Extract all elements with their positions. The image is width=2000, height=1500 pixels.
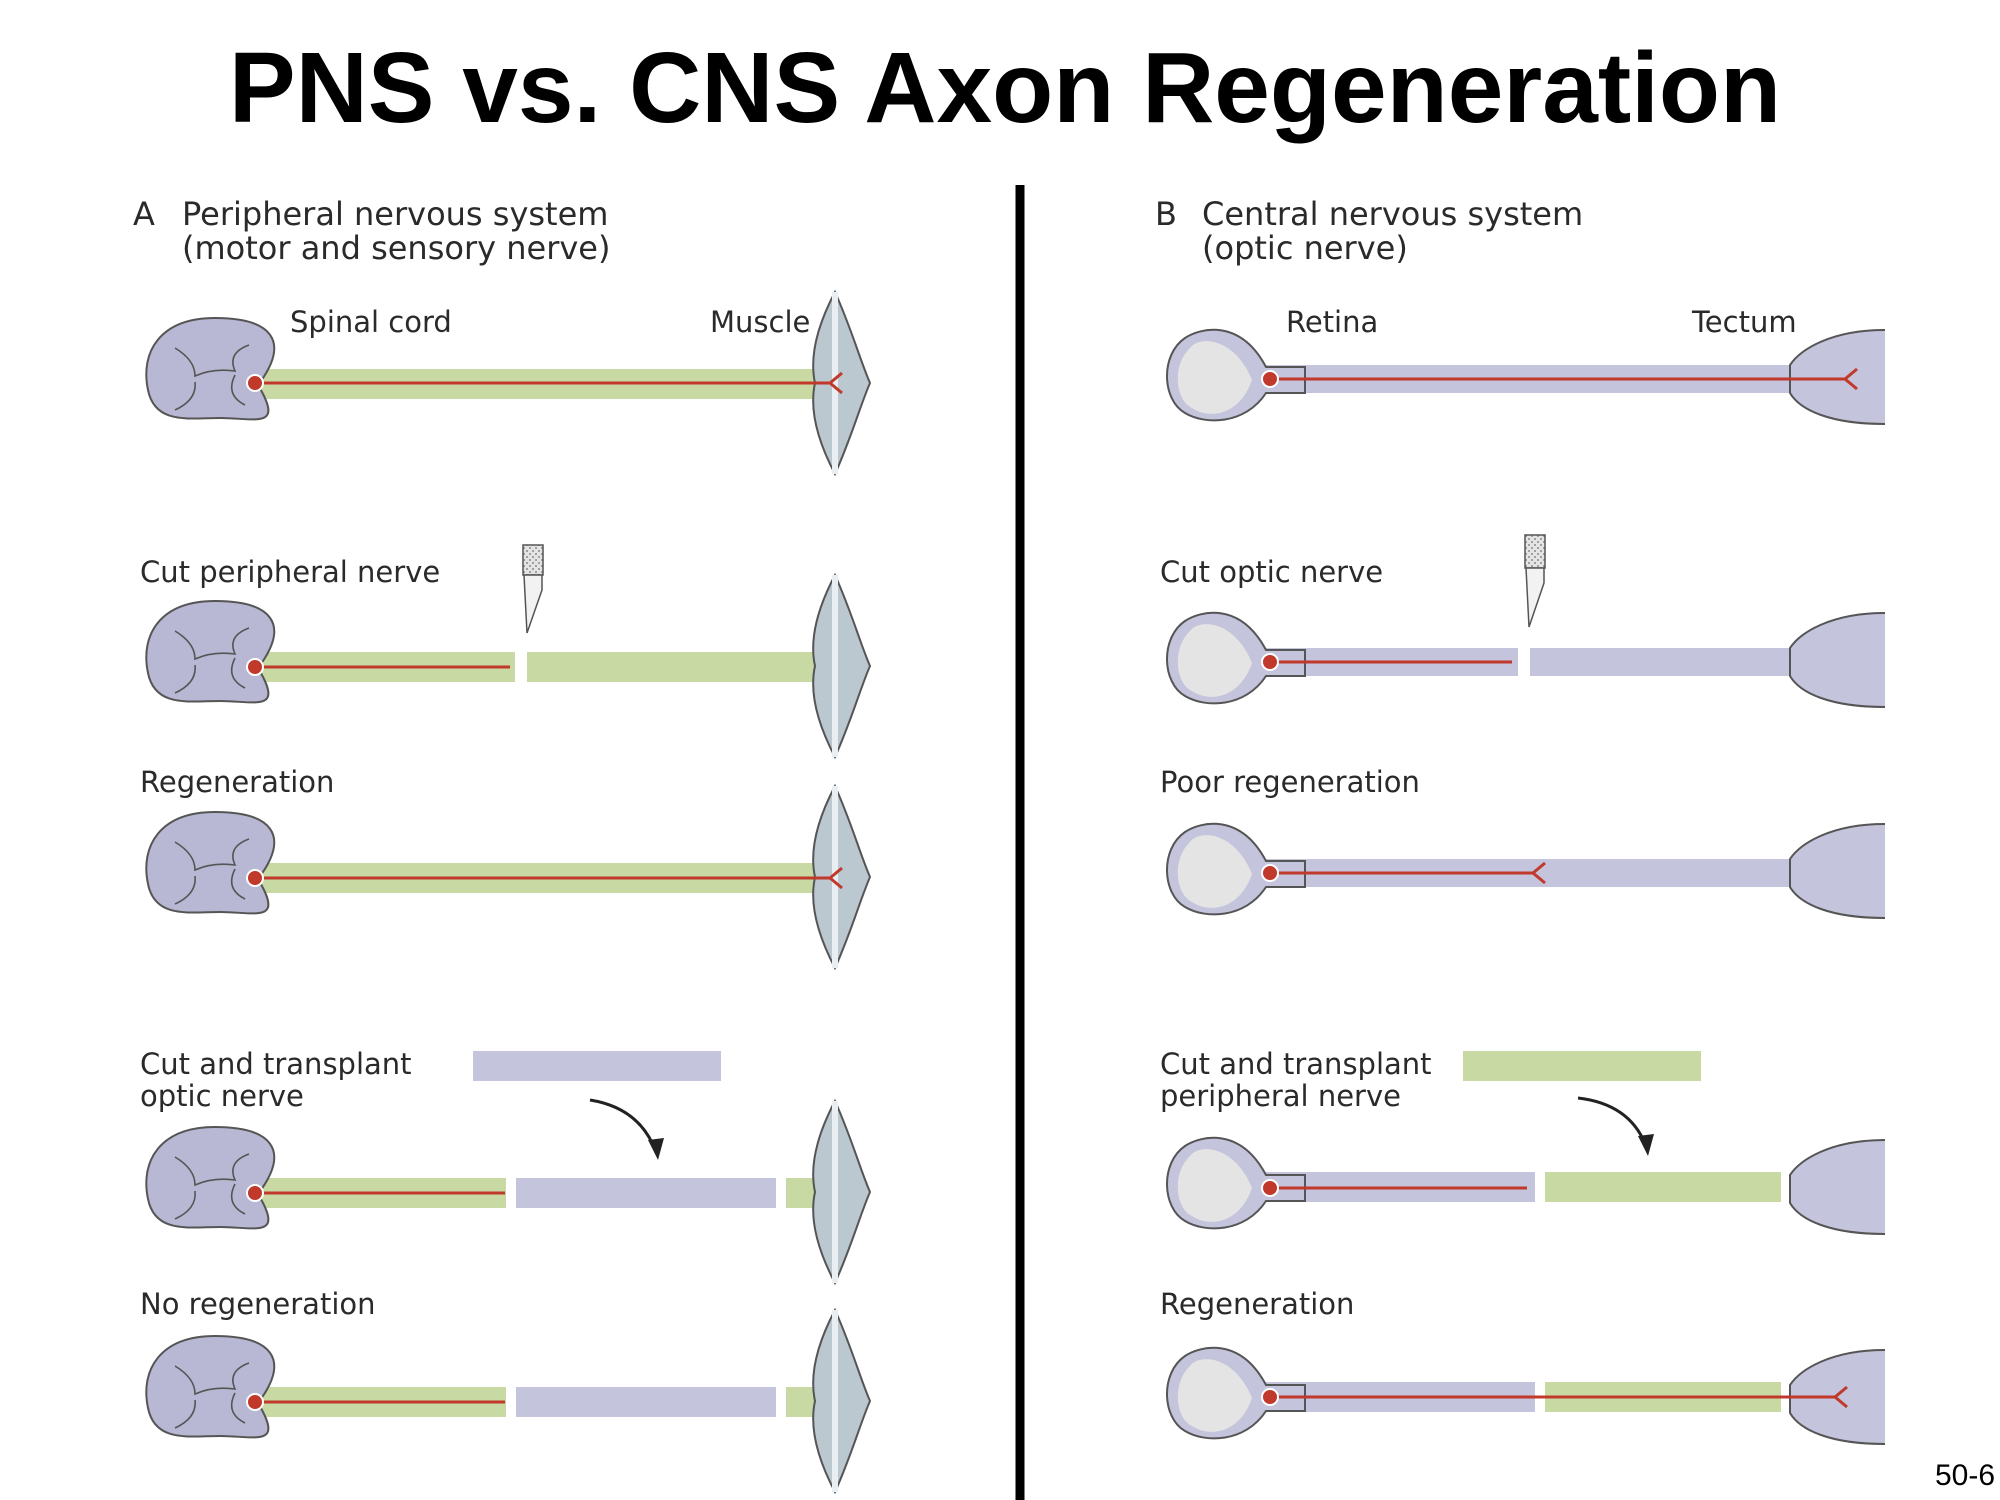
spinal-cord-shape <box>145 599 276 704</box>
pns-row-intact <box>145 289 872 477</box>
panel-b: B Central nervous system (optic nerve) R… <box>1155 195 1886 1445</box>
neuron-cell-body <box>1261 370 1279 388</box>
label-no-regeneration: No regeneration <box>140 1287 376 1321</box>
label-transplant-a-line1: Cut and transplant <box>140 1047 412 1081</box>
eye-vitreous <box>1177 1149 1252 1222</box>
peripheral-nerve-graft <box>1463 1051 1701 1081</box>
curved-arrow <box>589 1098 658 1153</box>
peripheral-nerve-graft-placed <box>1545 1172 1781 1202</box>
spinal-cord-shape <box>145 1334 276 1439</box>
label-regeneration-b: Regeneration <box>1160 1287 1354 1321</box>
neuron-cell-body <box>246 1184 264 1202</box>
neuron-cell-body <box>1261 653 1279 671</box>
cns-row-regeneration <box>1166 1346 1886 1445</box>
tectum-shape <box>1789 1139 1886 1235</box>
muscle-shape <box>812 1098 872 1286</box>
neuron-cell-body <box>246 1393 264 1411</box>
cns-row-cut <box>1166 534 1886 708</box>
eye-vitreous <box>1177 341 1252 414</box>
spinal-cord-grey-matter <box>174 627 250 694</box>
arrow-head <box>1638 1134 1654 1156</box>
tectum-shape <box>1789 612 1886 708</box>
cns-row-transplant <box>1166 1136 1886 1235</box>
neuron-cell-body <box>246 374 264 392</box>
pns-row-cut <box>145 544 872 760</box>
spinal-cord-grey-matter <box>174 1153 250 1220</box>
label-spinal-cord: Spinal cord <box>290 305 452 339</box>
panel-b-heading-line2: (optic nerve) <box>1202 229 1408 267</box>
spinal-cord-shape <box>145 1125 276 1230</box>
arrow-head <box>648 1138 664 1160</box>
panel-a-heading-line1: Peripheral nervous system <box>182 195 608 233</box>
label-transplant-b-line1: Cut and transplant <box>1160 1047 1432 1081</box>
label-transplant-a-line2: optic nerve <box>140 1079 304 1113</box>
neuron-cell-body <box>1261 864 1279 882</box>
neuron-cell-body <box>1261 1388 1279 1406</box>
scalpel-icon <box>1524 534 1546 628</box>
optic-nerve-graft <box>473 1051 721 1081</box>
eye-vitreous <box>1177 624 1252 697</box>
panel-a-letter: A <box>133 195 155 233</box>
label-cut-peripheral-nerve: Cut peripheral nerve <box>140 555 440 589</box>
eye-vitreous <box>1177 835 1252 908</box>
axon <box>1270 367 1858 391</box>
page-title: PNS vs. CNS Axon Regeneration <box>229 32 1781 144</box>
panel-b-letter: B <box>1155 195 1177 233</box>
axon <box>1270 1385 1848 1409</box>
axon <box>255 371 843 395</box>
label-transplant-b-line2: peripheral nerve <box>1160 1079 1401 1113</box>
spinal-cord-shape <box>145 810 276 915</box>
optic-nerve-distal <box>1530 648 1790 676</box>
label-tectum: Tectum <box>1691 305 1797 339</box>
cns-row-intact <box>1166 328 1886 425</box>
label-cut-optic-nerve: Cut optic nerve <box>1160 555 1383 589</box>
tectum-shape <box>1789 329 1886 425</box>
panel-b-heading-line1: Central nervous system <box>1202 195 1583 233</box>
neuron-cell-body <box>1261 1179 1279 1197</box>
eye-vitreous <box>1177 1359 1252 1432</box>
panel-a-heading-line2: (motor and sensory nerve) <box>182 229 610 267</box>
axon <box>1270 861 1546 885</box>
tectum-shape <box>1789 823 1886 919</box>
spinal-cord-grey-matter <box>174 1362 250 1429</box>
cns-row-poor-regeneration <box>1166 822 1886 919</box>
pns-row-regeneration <box>145 783 872 971</box>
panel-a: A Peripheral nervous system (motor and s… <box>133 195 872 1495</box>
label-poor-regeneration: Poor regeneration <box>1160 765 1420 799</box>
axon <box>255 866 843 890</box>
muscle-shape <box>812 1307 872 1495</box>
neuron-cell-body <box>246 658 264 676</box>
curved-arrow <box>1577 1096 1648 1147</box>
optic-nerve-graft-placed <box>516 1178 776 1208</box>
neuron-cell-body <box>246 869 264 887</box>
optic-nerve-graft-placed <box>516 1387 776 1417</box>
label-muscle: Muscle <box>710 305 810 339</box>
spinal-cord-grey-matter <box>174 344 250 411</box>
muscle-shape <box>812 572 872 760</box>
page-number: 50-6 <box>1935 1459 1995 1492</box>
label-retina: Retina <box>1286 305 1378 339</box>
spinal-cord-shape <box>145 316 276 421</box>
scalpel-icon <box>522 544 544 634</box>
label-regeneration-a: Regeneration <box>140 765 334 799</box>
pns-row-transplant <box>145 1098 872 1286</box>
peripheral-nerve-distal <box>527 652 845 682</box>
pns-row-no-regeneration <box>145 1307 872 1495</box>
spinal-cord-grey-matter <box>174 838 250 905</box>
tectum-shape <box>1789 1349 1886 1445</box>
